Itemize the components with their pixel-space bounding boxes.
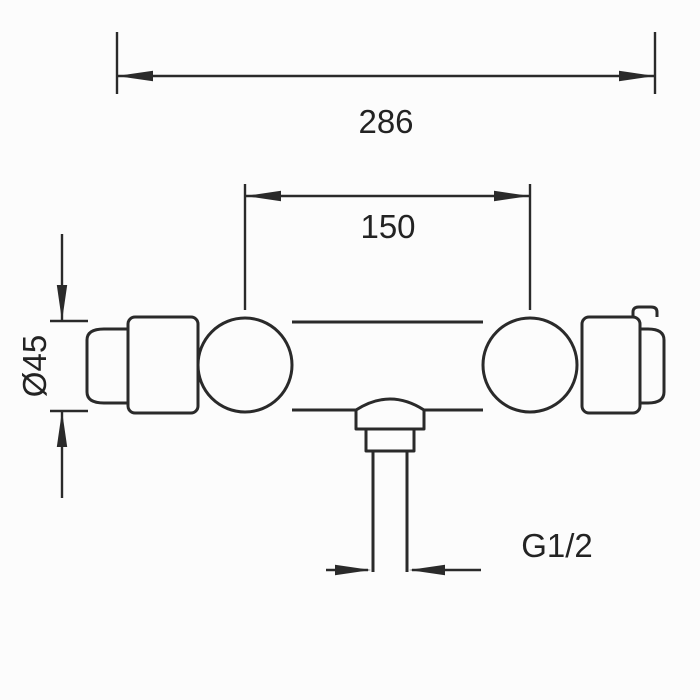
right-handle-endcap [638,327,666,405]
arrowhead-right-icon [335,564,371,576]
dimension-label-connection-centers: 150 [360,208,415,245]
dimension-label-overall-width: 286 [358,103,413,140]
arrowhead-right-icon [494,190,530,202]
dimension-label-outlet-thread: G1/2 [521,527,593,564]
arrowhead-down-icon [56,285,68,321]
outlet-dome [354,397,426,431]
safety-stop-button [631,305,659,317]
right-escutcheon-circle [481,316,579,414]
arrowhead-left-icon [117,70,153,82]
dimension-body-diameter: Ø45 [16,234,88,498]
left-escutcheon-circle [196,316,294,414]
outlet-nut [364,429,416,453]
dimension-overall-width: 286 [115,32,657,140]
outlet-pipe [371,451,409,572]
dimension-outlet-thread: G1/2 [326,527,593,576]
left-handle-grip [126,315,200,415]
arrowhead-right-icon [619,70,655,82]
arrowhead-left-icon [245,190,281,202]
mixer-body-drawing [85,305,666,572]
dimension-label-body-diameter: Ø45 [16,335,53,397]
right-handle-grip [580,315,642,415]
left-handle-endcap [85,327,130,405]
arrowhead-up-icon [56,411,68,447]
dimension-connection-centers: 150 [243,184,532,310]
arrowhead-left-icon [409,564,445,576]
